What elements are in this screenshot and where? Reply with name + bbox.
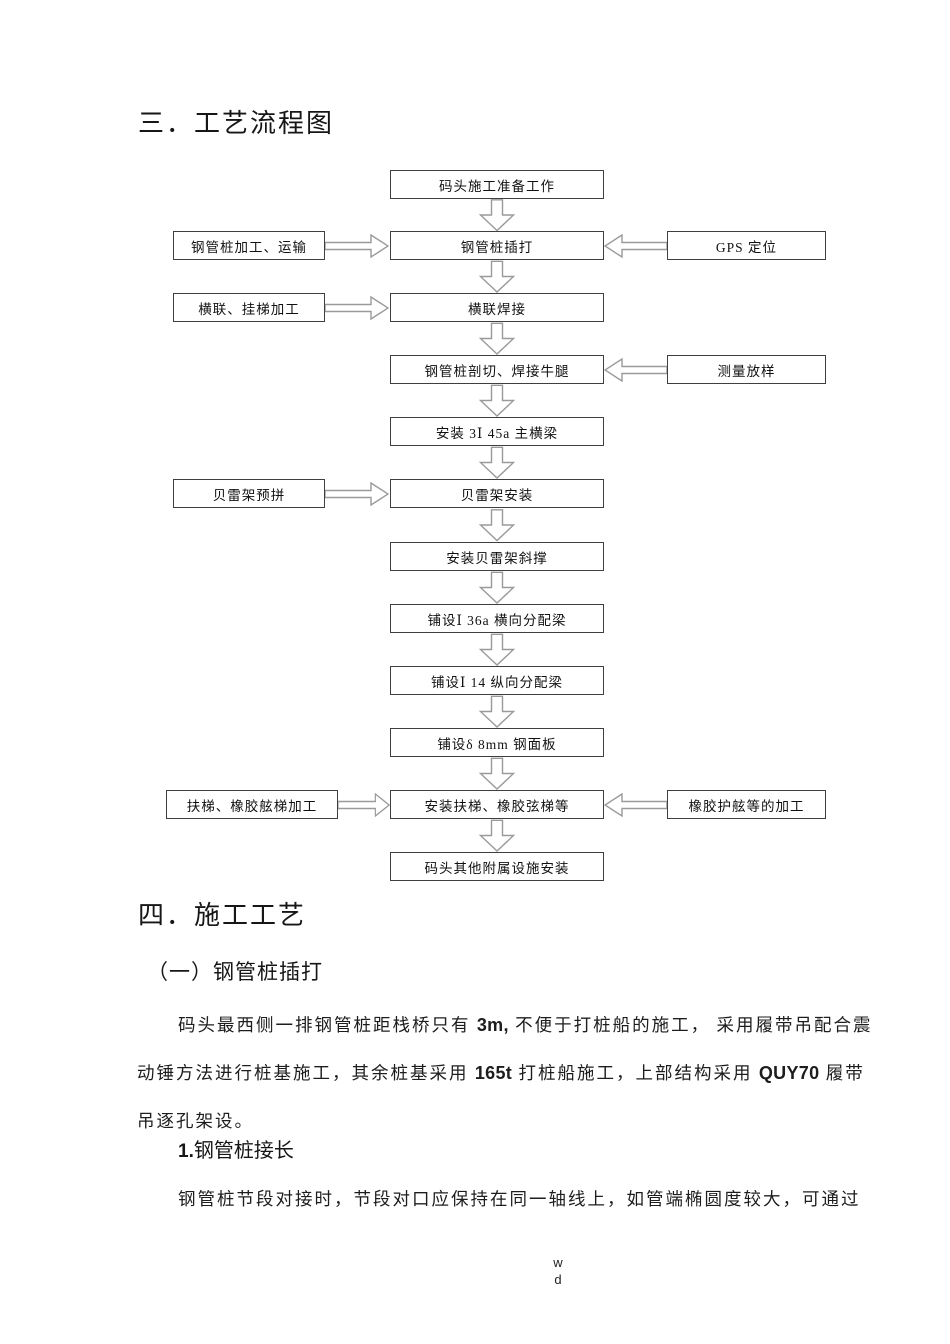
flow-node-prep: 码头施工准备工作 [390, 170, 604, 199]
flow-node-ladder-fab: 扶梯、橡胶舷梯加工 [166, 790, 338, 819]
paragraph-line: 钢管桩节段对接时，节段对口应保持在同一轴线上，如管端椭圆度较大，可通过 [137, 1186, 918, 1212]
text-run: 动锤方法进行桩基施工，其余桩基采用 [137, 1063, 475, 1083]
footer-text: w d [540, 1254, 576, 1288]
arrow-down-icon [479, 384, 515, 417]
arrow-down-icon [479, 509, 515, 542]
flow-node-beam-14: 铺设Ⅰ 14 纵向分配梁 [390, 666, 604, 695]
arrow-down-icon [479, 446, 515, 479]
flow-node-pile-fab: 钢管桩加工、运输 [173, 231, 325, 260]
arrow-down-icon [479, 819, 515, 852]
arrow-right-icon [325, 234, 389, 258]
footer-line: w [553, 1255, 563, 1270]
flow-node-main-beam: 安装 3Ⅰ 45a 主横梁 [390, 417, 604, 446]
arrow-left-icon [604, 358, 667, 382]
flow-node-bailey-pre: 贝雷架预拼 [173, 479, 325, 508]
arrow-down-icon [479, 199, 515, 231]
text-run: 不便于打桩船的施工， 采用履带吊配合震 [508, 1015, 873, 1035]
flow-node-pile-drive: 钢管桩插打 [390, 231, 604, 260]
paragraph-line: 动锤方法进行桩基施工，其余桩基采用 165t 打桩船施工，上部结构采用 QUY7… [137, 1060, 877, 1086]
text-run: 钢管桩节段对接时，节段对口应保持在同一轴线上，如管端椭圆度较大，可通过 [178, 1189, 861, 1209]
flow-node-fender-fab: 橡胶护舷等的加工 [667, 790, 826, 819]
arrow-down-icon [479, 322, 515, 355]
subheading-title: 钢管桩接长 [193, 1140, 294, 1162]
subheading-pile-lengthening: 1.钢管桩接长 [178, 1134, 294, 1163]
flow-node-bailey-install: 贝雷架安装 [390, 479, 604, 508]
flow-node-gps: GPS 定位 [667, 231, 826, 260]
text-run-latin: 3m, [476, 1015, 509, 1035]
arrow-down-icon [479, 260, 515, 293]
flow-node-beam-36a: 铺设Ⅰ 36a 横向分配梁 [390, 604, 604, 633]
arrow-right-icon [325, 296, 389, 320]
arrow-down-icon [479, 633, 515, 666]
flow-node-pile-cut: 钢管桩剖切、焊接牛腿 [390, 355, 604, 384]
flow-node-ancillary: 码头其他附属设施安装 [390, 852, 604, 881]
flow-node-ladder-install: 安装扶梯、橡胶弦梯等 [390, 790, 604, 819]
arrow-left-icon [604, 793, 667, 817]
text-run-latin: QUY70 [758, 1063, 820, 1083]
flow-node-crosslink-fab: 横联、挂梯加工 [173, 293, 325, 322]
text-run: 履带 [819, 1063, 865, 1083]
text-run: 吊逐孔架设。 [137, 1111, 254, 1131]
flow-node-survey: 测量放样 [667, 355, 826, 384]
text-run-latin: 165t [474, 1063, 513, 1083]
arrow-right-icon [325, 482, 389, 506]
text-run: 码头最西侧一排钢管桩距栈桥只有 [178, 1015, 477, 1035]
section-heading-flowchart: 三．工艺流程图 [138, 109, 335, 138]
footer-line: d [554, 1272, 562, 1287]
arrow-right-icon [338, 793, 390, 817]
text-run: 打桩船施工，上部结构采用 [512, 1063, 759, 1083]
arrow-down-icon [479, 757, 515, 790]
arrow-left-icon [604, 234, 667, 258]
flow-node-crosslink-weld: 横联焊接 [390, 293, 604, 322]
subheading-number: 1. [178, 1141, 194, 1162]
paragraph-line: 码头最西侧一排钢管桩距栈桥只有 3m, 不便于打桩船的施工， 采用履带吊配合震 [137, 1012, 918, 1038]
arrow-down-icon [479, 695, 515, 728]
arrow-down-icon [479, 571, 515, 604]
section-heading-process: 四．施工工艺 [138, 901, 307, 930]
subsection-heading-pile-driving: （一）钢管桩插打 [147, 960, 323, 984]
flow-node-bailey-brace: 安装贝雷架斜撑 [390, 542, 604, 571]
paragraph-line: 吊逐孔架设。 [137, 1108, 877, 1134]
flow-node-deck: 铺设δ 8mm 钢面板 [390, 728, 604, 757]
